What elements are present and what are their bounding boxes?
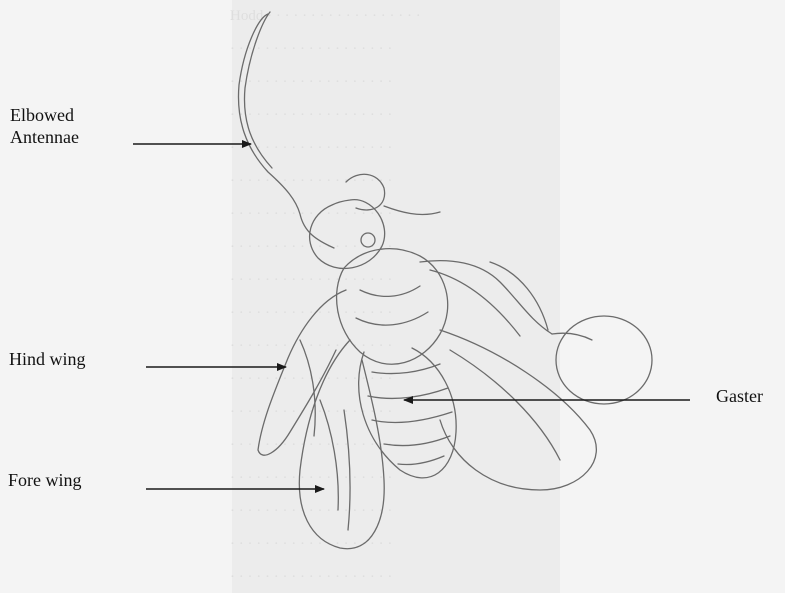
figure-plate [232,0,560,593]
label-hind-wing: Hind wing [9,348,86,370]
label-elbowed-antennae: Elbowed Antennae [10,104,79,148]
label-gaster: Gaster [716,385,763,407]
label-fore-wing: Fore wing [8,469,82,491]
